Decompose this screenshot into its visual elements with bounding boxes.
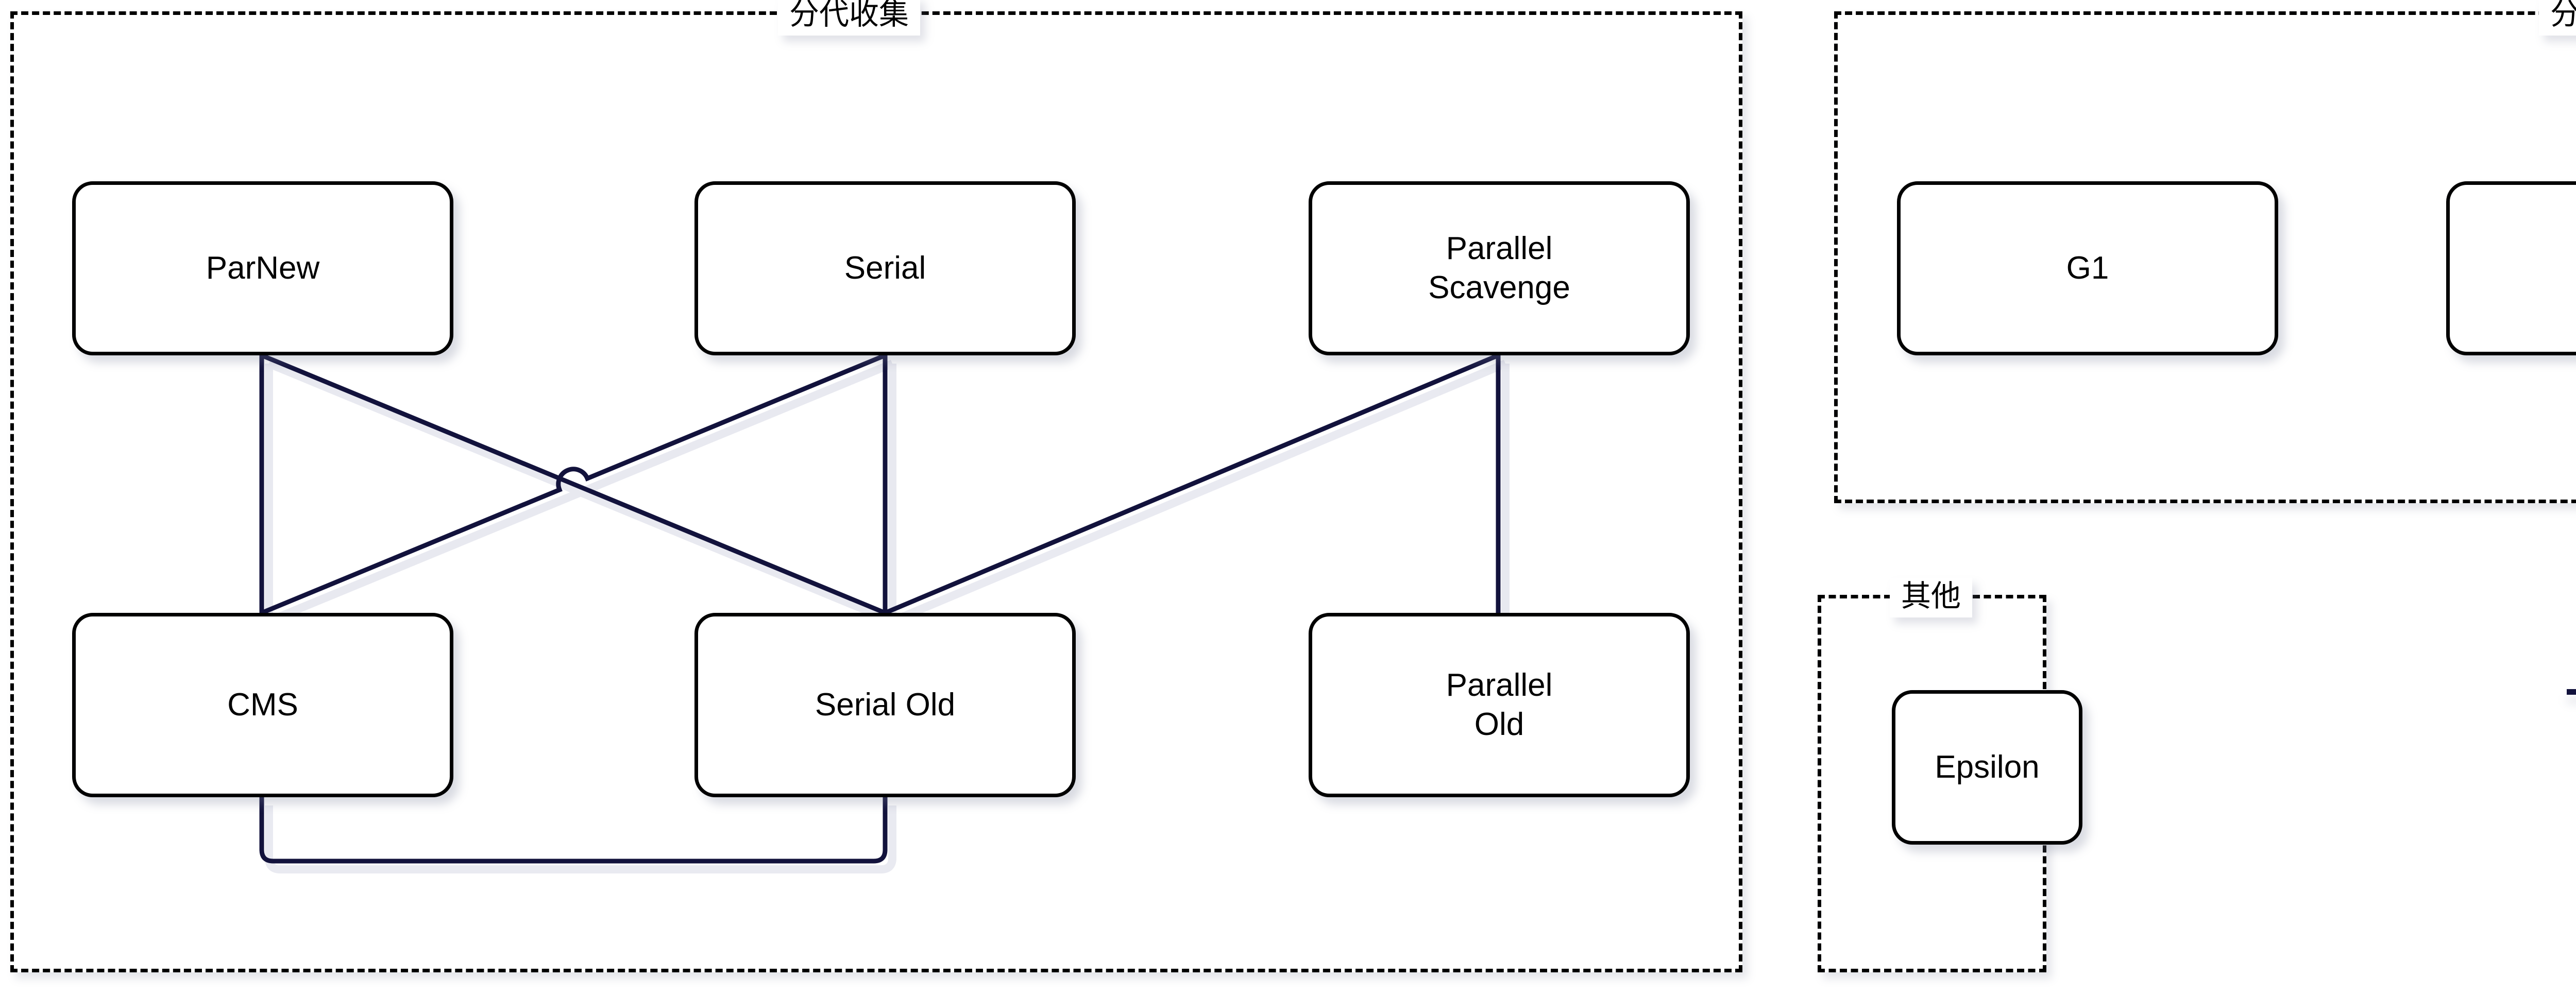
group-other-title: 其他 (1890, 578, 1973, 617)
group-generational (10, 11, 1742, 972)
node-parallel-scavenge[interactable]: Parallel Scavenge (1309, 181, 1690, 355)
group-region-title: 分区收集 (2539, 0, 2576, 36)
node-parnew[interactable]: ParNew (72, 181, 453, 355)
node-serial-old[interactable]: Serial Old (694, 613, 1076, 797)
legend-sample-line (2567, 689, 2576, 695)
node-serial[interactable]: Serial (694, 181, 1076, 355)
node-cms[interactable]: CMS (72, 613, 453, 797)
node-parallel-old[interactable]: Parallel Old (1309, 613, 1690, 797)
node-g1[interactable]: G1 (1897, 181, 2278, 355)
group-generational-title: 分代收集 (778, 0, 921, 36)
node-zgc[interactable]: ZGC (2446, 181, 2576, 355)
node-epsilon[interactable]: Epsilon (1892, 690, 2082, 845)
